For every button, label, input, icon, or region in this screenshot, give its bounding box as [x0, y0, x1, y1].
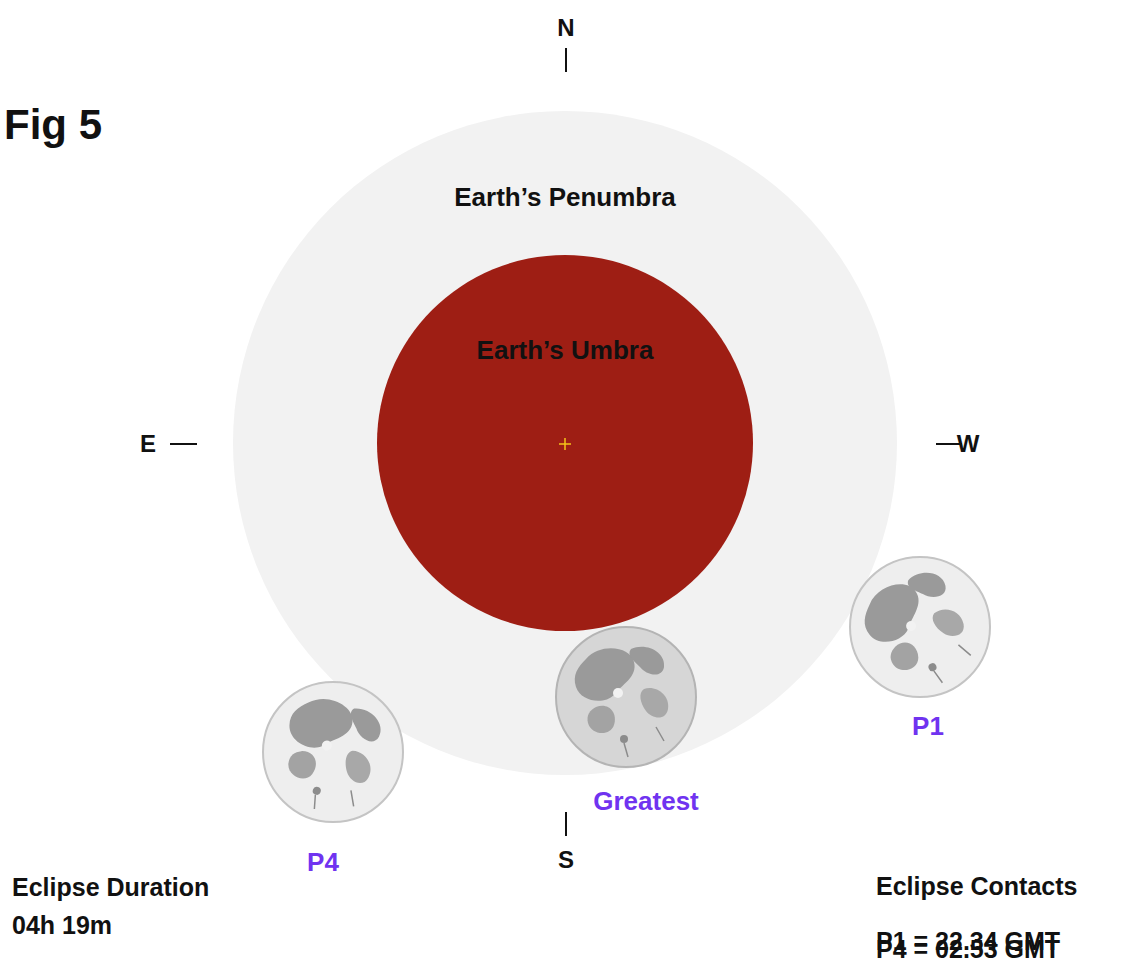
moon-p1	[850, 557, 990, 701]
moon-greatest	[556, 627, 696, 767]
region-label: Earth’s Umbra	[477, 336, 654, 365]
moon-p4	[263, 682, 403, 823]
compass-south: S	[558, 847, 574, 873]
region-label: Earth’s Penumbra	[454, 183, 676, 212]
compass-ticks	[170, 48, 962, 836]
compass-west: W	[957, 431, 980, 457]
contact-label: P1	[912, 712, 944, 741]
compass-east: E	[140, 431, 156, 457]
duration-value: 04h 19m	[12, 912, 112, 940]
contacts-heading: Eclipse Contacts	[876, 873, 1077, 901]
contact-time: P4 = 02.53 GMT	[876, 937, 1060, 965]
duration-heading: Eclipse Duration	[12, 874, 209, 902]
center-cross	[559, 438, 571, 450]
contact-label: Greatest	[593, 787, 699, 816]
compass-north: N	[557, 15, 574, 41]
figure-title: Fig 5	[4, 102, 102, 148]
contact-label: P4	[307, 848, 339, 877]
